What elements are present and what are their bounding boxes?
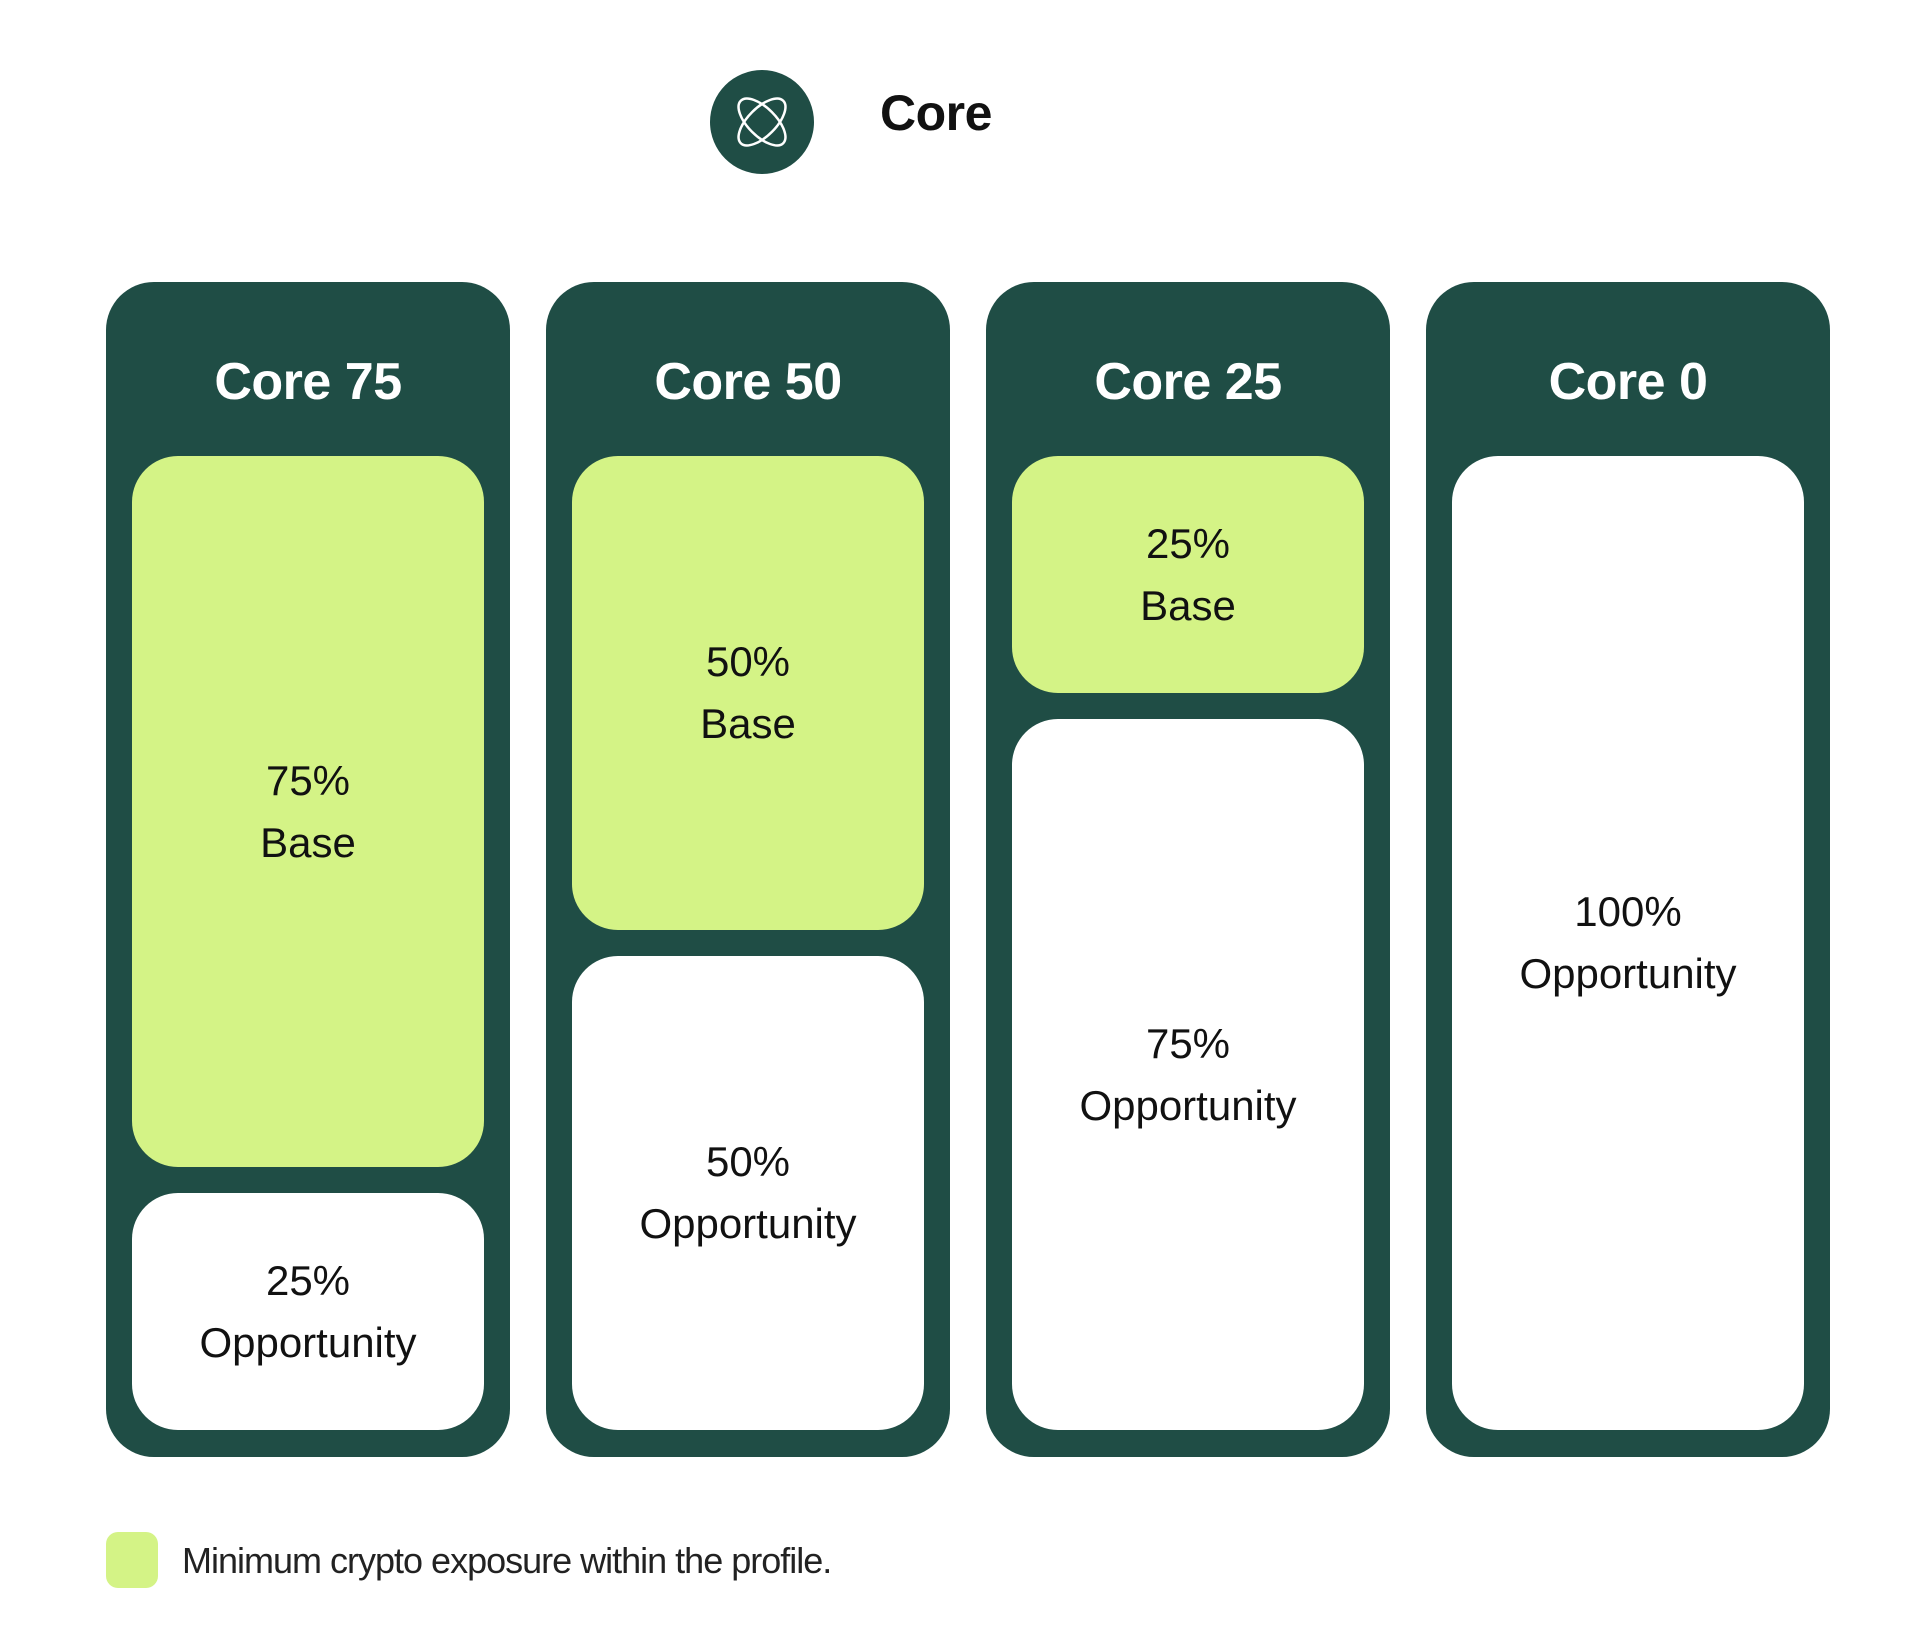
segment-percent: 25% [1145, 519, 1231, 567]
column-title: Core 0 [1548, 353, 1708, 411]
column-title: Core 50 [654, 353, 842, 411]
header: Core [0, 0, 1920, 200]
segment-percent: 75% [265, 756, 351, 804]
segment-label: Opportunity [1519, 950, 1737, 997]
legend-swatch [106, 1532, 158, 1588]
opportunity-segment: 75% Opportunity [1012, 719, 1364, 1430]
segment-label: Opportunity [639, 1200, 857, 1247]
segment-label: Opportunity [199, 1318, 417, 1366]
column-core-75: Core 75 75% Base 25% Opportunity [106, 282, 510, 1457]
opportunity-segment: 50% Opportunity [572, 956, 924, 1430]
segment-label: Base [260, 818, 356, 866]
segment-label: Opportunity [1079, 1081, 1297, 1129]
segment-percent: 50% [705, 638, 791, 685]
opportunity-segment: 25% Opportunity [132, 1193, 484, 1430]
base-segment: 25% Base [1012, 456, 1364, 693]
segment-label: Base [1140, 581, 1236, 629]
column-title: Core 75 [214, 353, 402, 411]
legend-text: Minimum crypto exposure within the profi… [182, 1540, 832, 1581]
segment-percent: 25% [265, 1256, 351, 1304]
brand-title: Core [880, 85, 992, 141]
column-title: Core 25 [1094, 353, 1282, 411]
base-segment: 50% Base [572, 456, 924, 930]
base-segment: 75% Base [132, 456, 484, 1167]
opportunity-segment: 100% Opportunity [1452, 456, 1804, 1430]
segment-percent: 100% [1574, 888, 1682, 935]
segment-percent: 75% [1145, 1019, 1231, 1067]
segment-label: Base [700, 700, 796, 747]
segment-percent: 50% [705, 1138, 791, 1185]
column-core-50: Core 50 50% Base 50% Opportunity [546, 282, 950, 1457]
orbit-icon [710, 70, 814, 174]
column-core-0: Core 0 100% Opportunity [1426, 282, 1830, 1457]
column-core-25: Core 25 25% Base 75% Opportunity [986, 282, 1390, 1457]
